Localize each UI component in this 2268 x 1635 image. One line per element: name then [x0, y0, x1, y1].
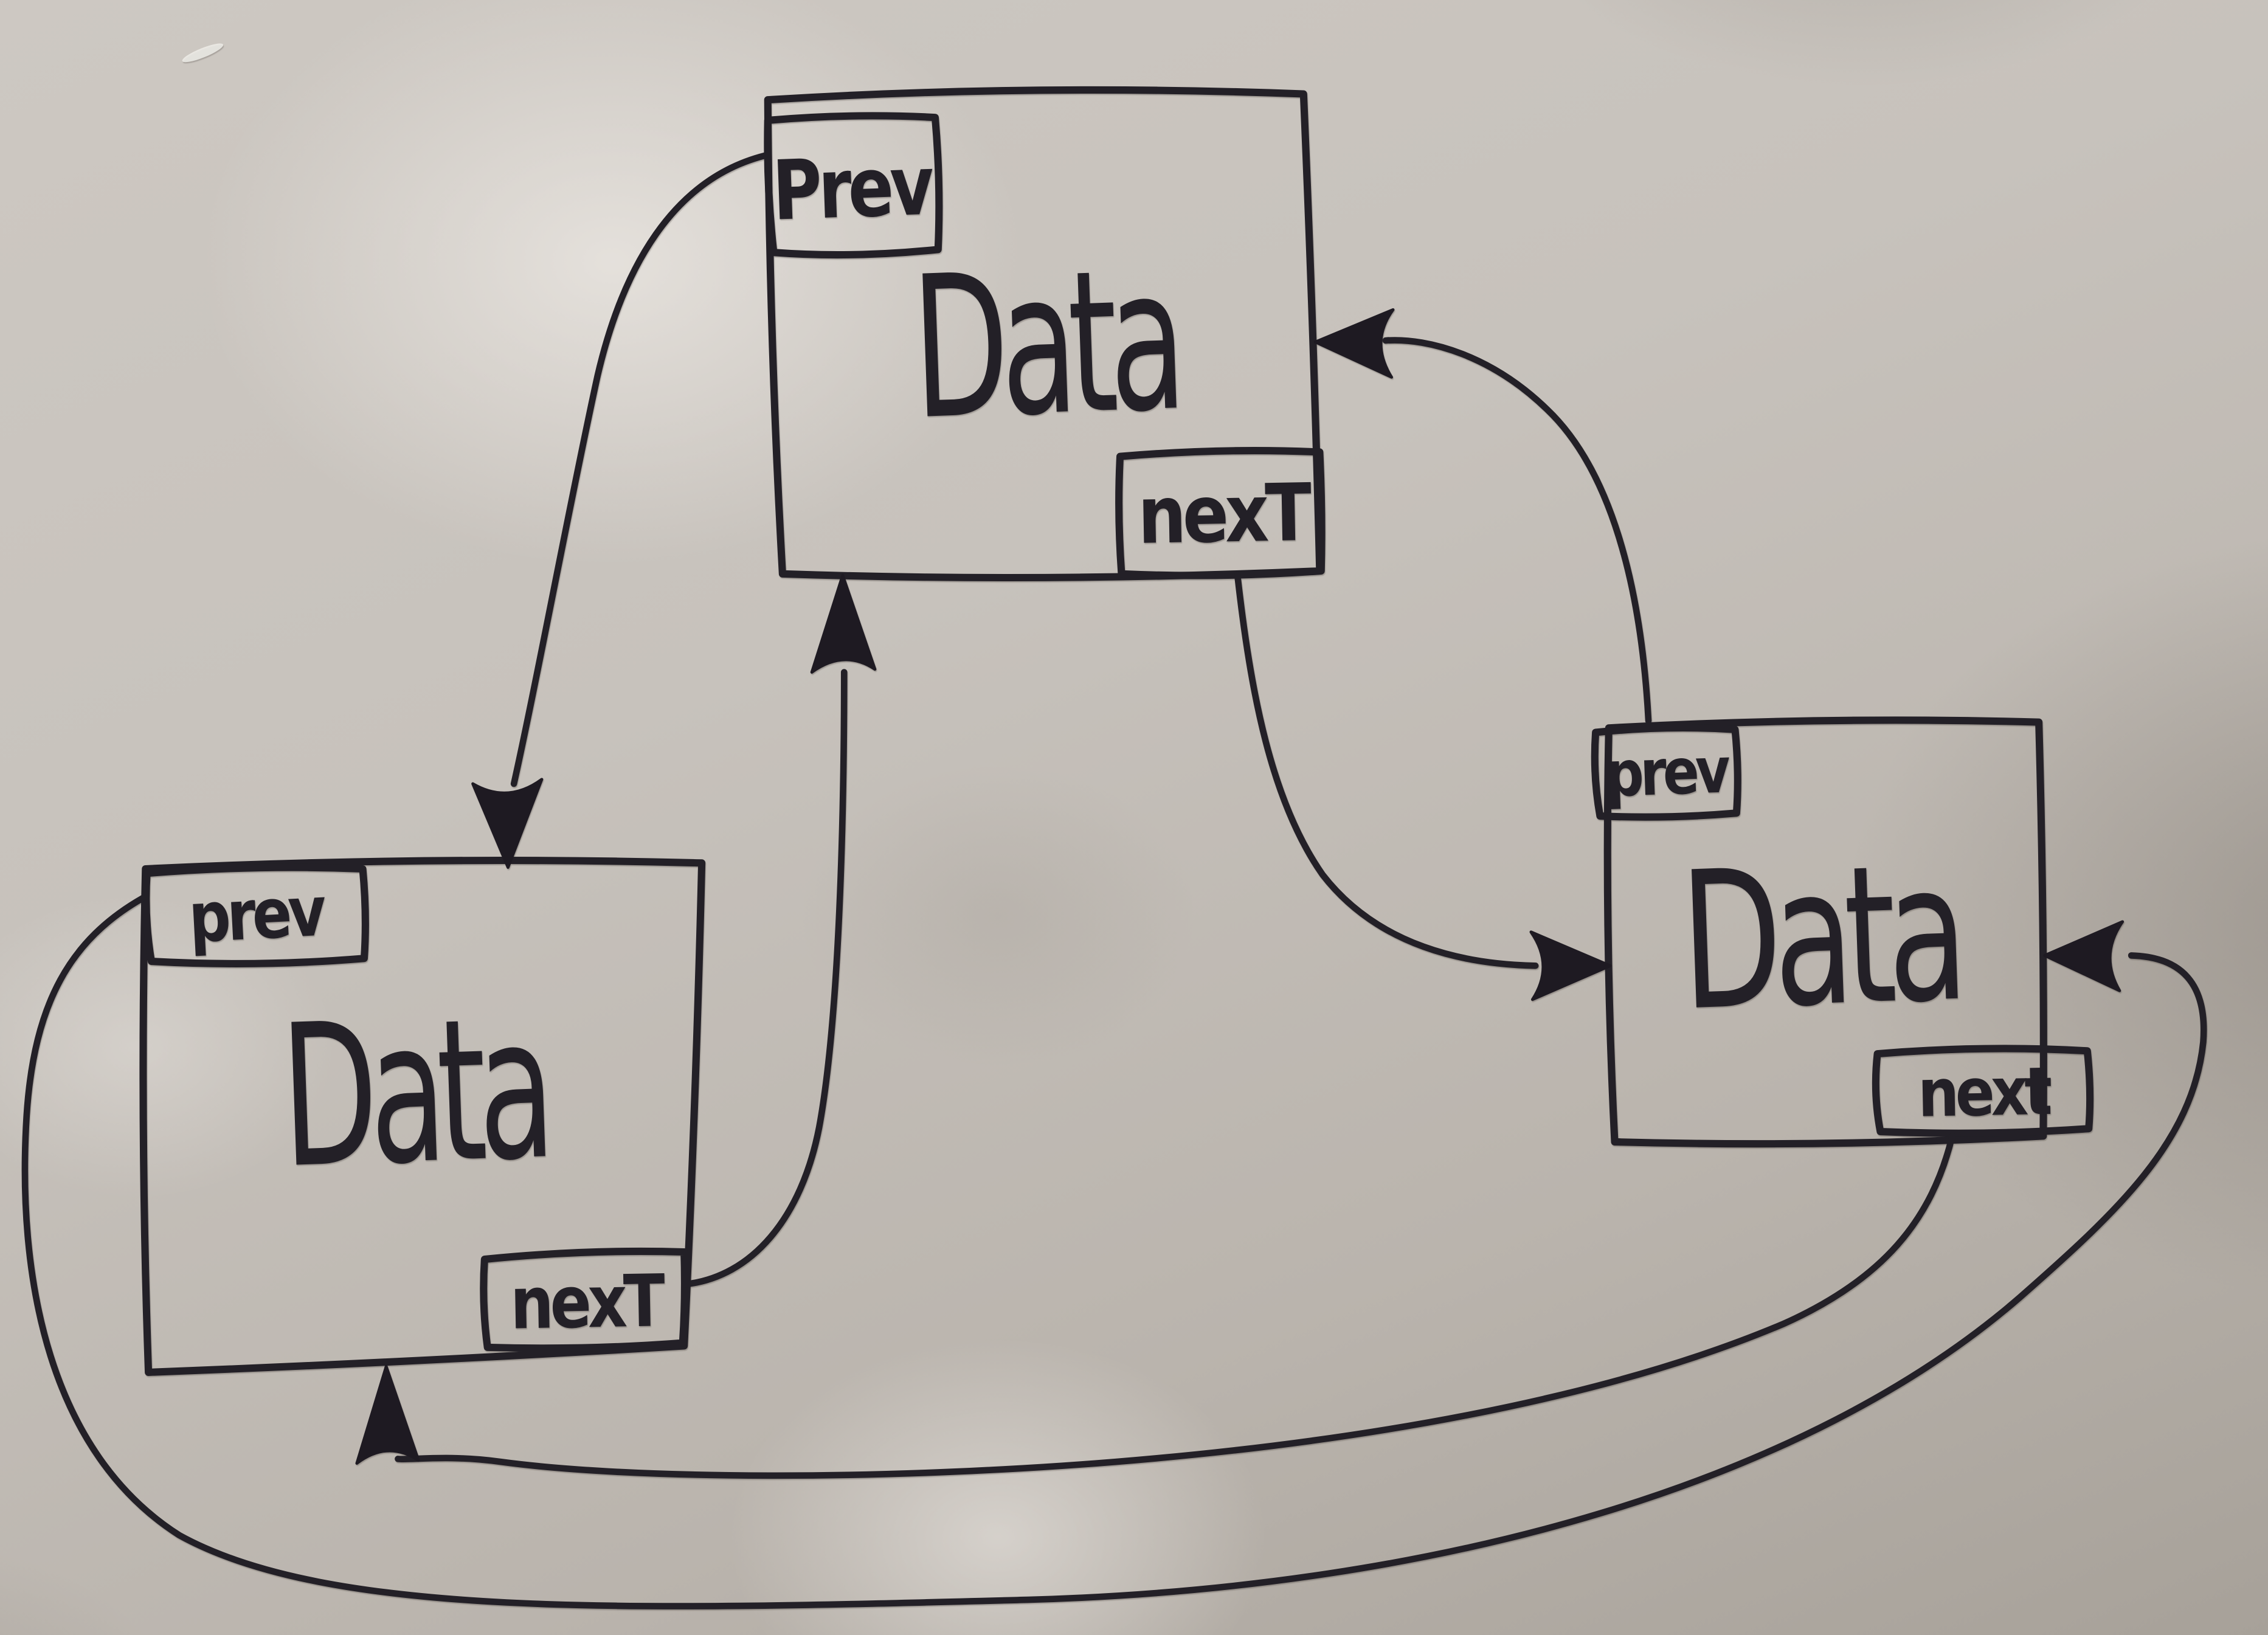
arrowhead-into-right-right	[2043, 920, 2125, 992]
node-right-box	[1603, 716, 2047, 1148]
arrowhead-into-left-top	[471, 778, 544, 869]
node-right-prev-field	[1591, 724, 1741, 821]
edge-right-prev-to-top	[1382, 337, 1652, 724]
edge-top-prev-to-left	[510, 152, 769, 787]
node-right-data-label: Data	[1678, 823, 1963, 1053]
node-right-next-label: next	[1917, 1053, 2052, 1132]
node-top-next-label: nexT	[1137, 466, 1313, 562]
node-top-data-label: Data	[909, 226, 1181, 463]
node-top-prev-field	[764, 112, 943, 259]
node-left-prev-field	[142, 863, 369, 967]
arrowhead-into-right-left	[1529, 930, 1612, 1001]
node-left-data-label: Data	[278, 974, 550, 1212]
arrowhead-into-top-right	[1313, 308, 1395, 379]
node-top-prev-label: Prev	[771, 138, 935, 240]
node-left-prev-label: prev	[187, 871, 328, 958]
pointer-edges	[21, 152, 2207, 1609]
node-top: Prev Data nexT	[764, 86, 1326, 582]
node-right-prev-label: prev	[1604, 733, 1731, 811]
node-top-next-field	[1115, 447, 1326, 579]
edge-left-prev-to-right	[21, 894, 2207, 1609]
node-left: prev Data nexT	[139, 856, 706, 1376]
arrowhead-into-top-bottom	[810, 573, 877, 674]
node-right-next-field	[1872, 1045, 2094, 1137]
paper-scratch	[182, 43, 224, 63]
node-left-next-label: nexT	[510, 1259, 666, 1345]
node-left-next-field	[480, 1247, 688, 1352]
node-right: prev Data next	[1591, 716, 2094, 1148]
edge-right-next-to-left	[395, 1132, 1956, 1479]
arrowhead-into-left-bottom	[355, 1364, 420, 1465]
edge-top-next-to-right	[1234, 572, 1539, 969]
edge-left-next-to-top	[682, 669, 848, 1288]
